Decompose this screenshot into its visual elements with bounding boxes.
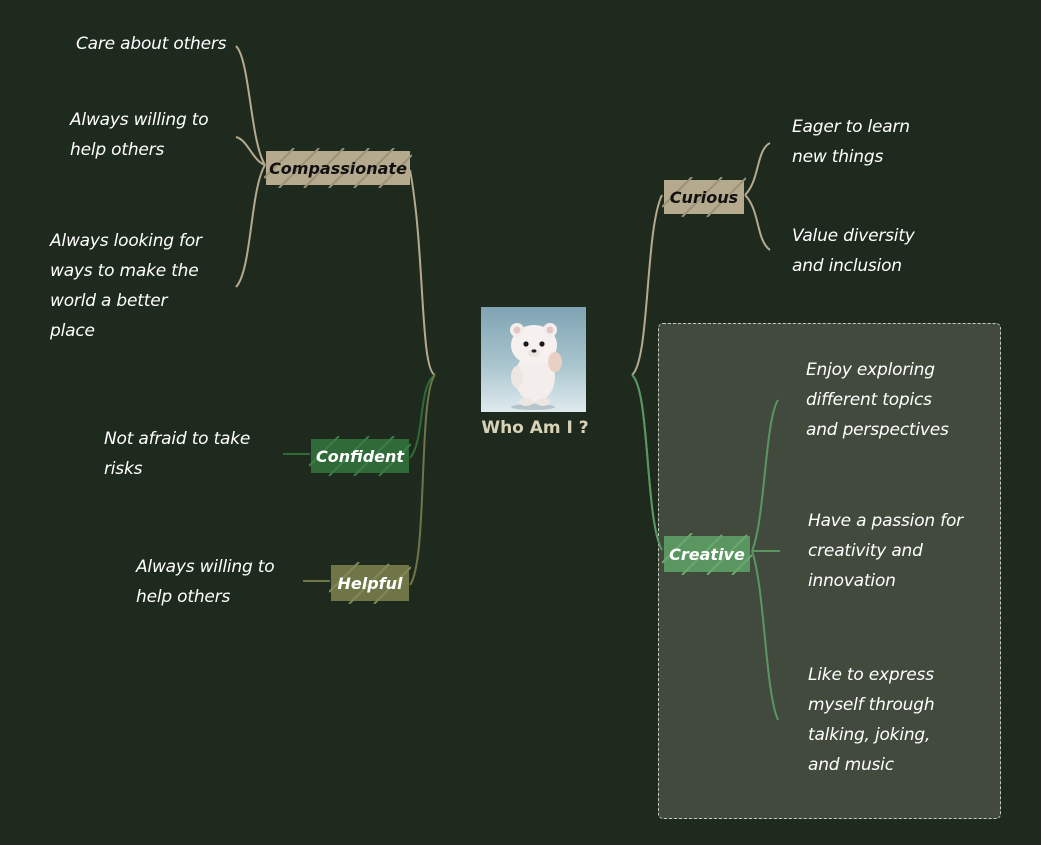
connector-helpful bbox=[409, 374, 436, 586]
connector-compassionate bbox=[409, 169, 436, 376]
topic-helpful[interactable]: Helpful bbox=[329, 562, 411, 604]
bracket-compassionate bbox=[235, 45, 266, 288]
bear-icon bbox=[510, 323, 562, 410]
connector-confident bbox=[409, 374, 436, 459]
note-express-myself[interactable]: Like to express myself through talking, … bbox=[808, 665, 935, 775]
topic-compassionate[interactable]: Compassionate bbox=[264, 148, 412, 188]
note-exploring-topics[interactable]: Enjoy exploring different topics and per… bbox=[806, 360, 949, 440]
topic-label: Compassionate bbox=[269, 158, 407, 178]
topic-label: Creative bbox=[669, 544, 745, 564]
note-always-willing[interactable]: Always willing to help others bbox=[70, 110, 209, 160]
topic-label: Curious bbox=[669, 187, 739, 207]
note-passion-creativity[interactable]: Have a passion for creativity and innova… bbox=[808, 511, 963, 591]
connector-curious bbox=[631, 194, 663, 376]
note-help-others[interactable]: Always willing to help others bbox=[136, 557, 275, 607]
note-eager-learn[interactable]: Eager to learn new things bbox=[792, 117, 910, 167]
center-topic-label[interactable]: Who Am I ? bbox=[481, 418, 589, 438]
note-take-risks[interactable]: Not afraid to take risks bbox=[104, 429, 251, 479]
note-better-world[interactable]: Always looking for ways to make the worl… bbox=[50, 231, 202, 341]
topic-label: Helpful bbox=[337, 573, 403, 593]
note-care-about-others[interactable]: Care about others bbox=[76, 34, 227, 54]
polar-bear-image[interactable] bbox=[481, 307, 586, 412]
topic-label: Confident bbox=[315, 446, 405, 466]
topic-creative[interactable]: Creative bbox=[662, 533, 752, 575]
note-value-diversity[interactable]: Value diversity and inclusion bbox=[792, 226, 915, 276]
topic-curious[interactable]: Curious bbox=[662, 177, 746, 217]
topic-confident[interactable]: Confident bbox=[309, 436, 411, 476]
bracket-curious bbox=[744, 142, 771, 251]
